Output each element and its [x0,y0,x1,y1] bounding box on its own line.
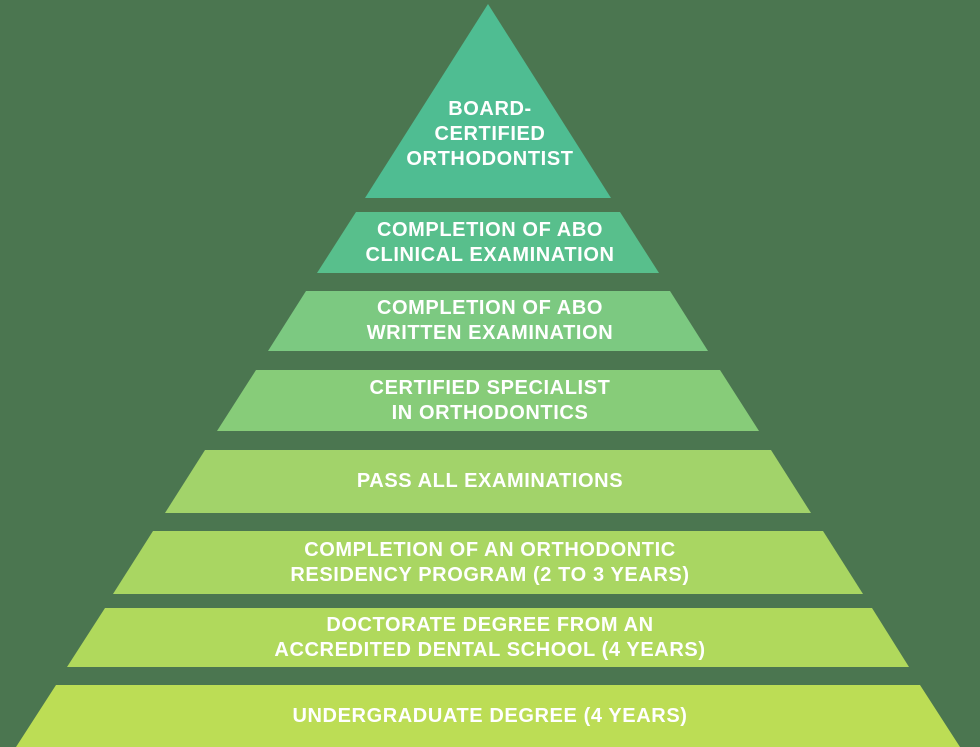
tier-label-line: COMPLETION OF AN ORTHODONTIC [304,538,676,561]
tier-label-line: RESIDENCY PROGRAM (2 TO 3 YEARS) [290,563,690,586]
tier-label-line: COMPLETION OF ABO [376,297,604,319]
tier-label-line: CLINICAL EXAMINATION [365,243,615,266]
pyramid-tier-certified-specialist: CERTIFIED SPECIALIST IN ORTHODONTICS [217,370,759,431]
pyramid-tier-abo-clinical-examination: COMPLETION OF ABO CLINICAL EXAMINATION [317,212,659,273]
tier-label-line: ACCREDITED DENTAL SCHOOL (4 YEARS) [274,638,706,661]
tier-label-line: CERTIFIED [434,123,546,145]
tier-label-line: IN ORTHODONTICS [391,401,589,424]
tier-label-line: COMPLETION OF ABO [376,218,604,241]
tier-label-line: PASS ALL EXAMINATIONS [356,470,624,492]
tier-label-line: DOCTORATE DEGREE FROM AN [326,613,654,636]
tier-label-line: UNDERGRADUATE DEGREE (4 YEARS) [292,704,688,727]
tier-label-line: CERTIFIED SPECIALIST [369,376,611,399]
pyramid-tier-undergraduate-degree: UNDERGRADUATE DEGREE (4 YEARS) [16,685,960,747]
pyramid-tier-doctorate-degree: DOCTORATE DEGREE FROM AN ACCREDITED DENT… [67,608,909,667]
pyramid-tier-abo-written-examination: COMPLETION OF ABO WRITTEN EXAMINATION [268,291,708,351]
pyramid-tier-pass-all-examinations: PASS ALL EXAMINATIONS [165,450,811,513]
tier-label-line: ORTHODONTIST [406,148,574,170]
pyramid-tier-board-certified-orthodontist: BOARD- CERTIFIED ORTHODONTIST [365,4,611,198]
tier-label-line: BOARD- [448,98,532,120]
pyramid-tier-orthodontic-residency: COMPLETION OF AN ORTHODONTIC RESIDENCY P… [113,531,863,594]
tier-label-line: WRITTEN EXAMINATION [366,322,614,344]
